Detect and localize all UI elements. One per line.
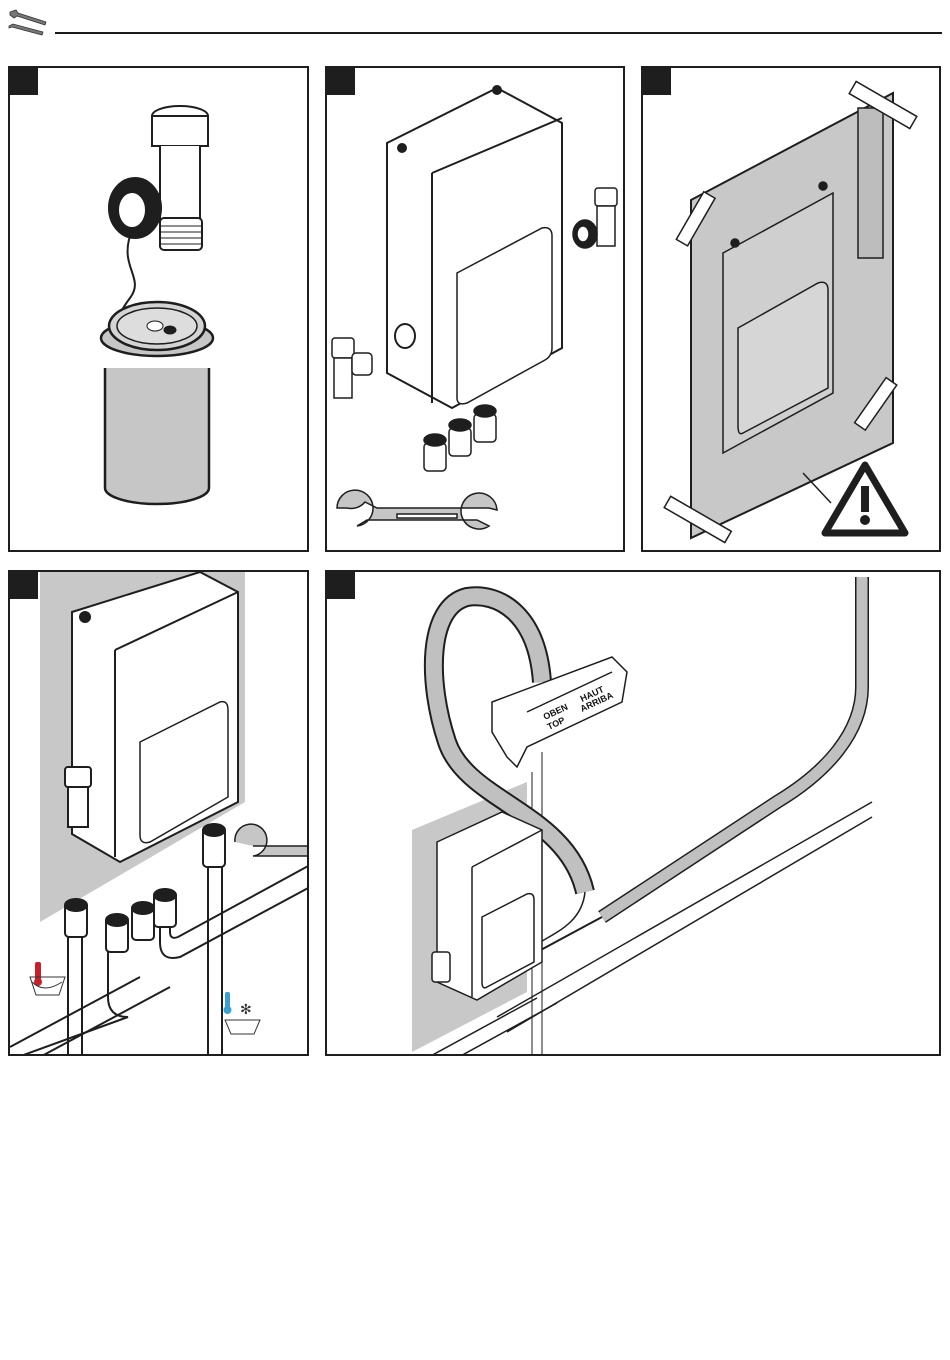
step-badge [643, 68, 671, 95]
step-panel-5: OBEN TOP HAUT ARRIBA [325, 570, 941, 1056]
box-and-parts-icon [327, 68, 625, 552]
cold-water-icon: ✻ [224, 992, 261, 1034]
warning-triangle-icon [825, 465, 905, 533]
cable-routing-icon: OBEN TOP HAUT ARRIBA [327, 572, 941, 1056]
mounting-template-icon [643, 68, 941, 552]
angle-valve-icon [332, 338, 372, 398]
step-panel-1 [8, 66, 309, 552]
step-panel-2 [325, 66, 625, 552]
angle-valve-icon [573, 188, 617, 248]
step-badge [327, 68, 355, 95]
step-badge [10, 68, 38, 95]
header-rule [55, 32, 942, 34]
step-panel-3 [641, 66, 941, 552]
step-panel-4: ✻ [8, 570, 309, 1056]
hot-water-icon [30, 962, 65, 995]
box-installed-icon: ✻ [10, 572, 309, 1056]
step-badge [327, 572, 355, 599]
tools-icon [6, 8, 50, 36]
connector-icon [424, 405, 496, 471]
step-badge [10, 572, 38, 599]
wrench-icon [337, 490, 497, 529]
valve-and-filter-icon [10, 68, 309, 552]
svg-text:✻: ✻ [240, 1001, 252, 1017]
